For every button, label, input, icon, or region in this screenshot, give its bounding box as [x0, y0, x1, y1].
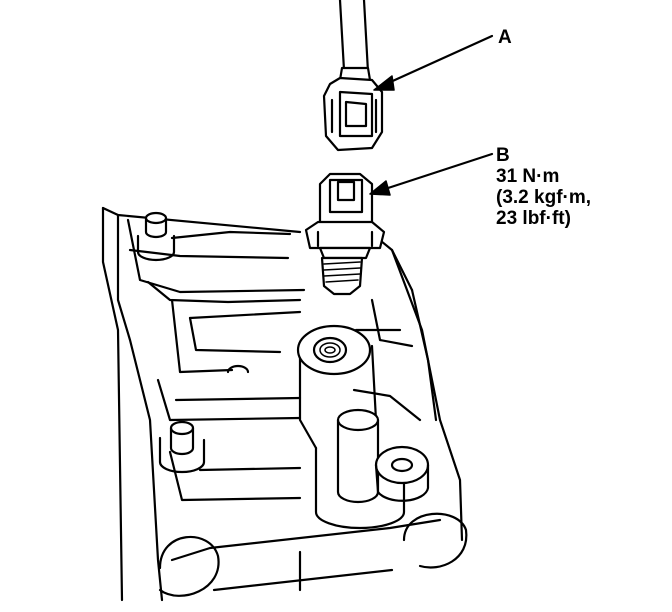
leader-arrow-a: [373, 34, 494, 91]
boss-mid-left: [158, 364, 250, 474]
cylinder-boss: [314, 408, 406, 530]
connector-a: [322, 0, 384, 152]
callout-letter-a: A: [498, 27, 512, 48]
callout-label-a: A: [498, 27, 512, 48]
torque-lbf: 23 lbf·ft): [496, 208, 571, 229]
boss-right: [374, 445, 430, 502]
boss-upper-left: [136, 211, 176, 262]
sensor-port: [296, 324, 378, 450]
torque-nm: 31 N·m: [496, 166, 560, 187]
lower-bulges: [158, 512, 468, 597]
engine-housing: [101, 206, 464, 602]
callout-label-b: B 31 N·m (3.2 kgf·m, 23 lbf·ft): [496, 145, 591, 229]
torque-kgf: (3.2 kgf·m,: [496, 187, 592, 208]
leader-arrow-b: [369, 152, 494, 196]
sensor-b: [304, 172, 386, 296]
callout-letter-b: B: [496, 145, 510, 166]
